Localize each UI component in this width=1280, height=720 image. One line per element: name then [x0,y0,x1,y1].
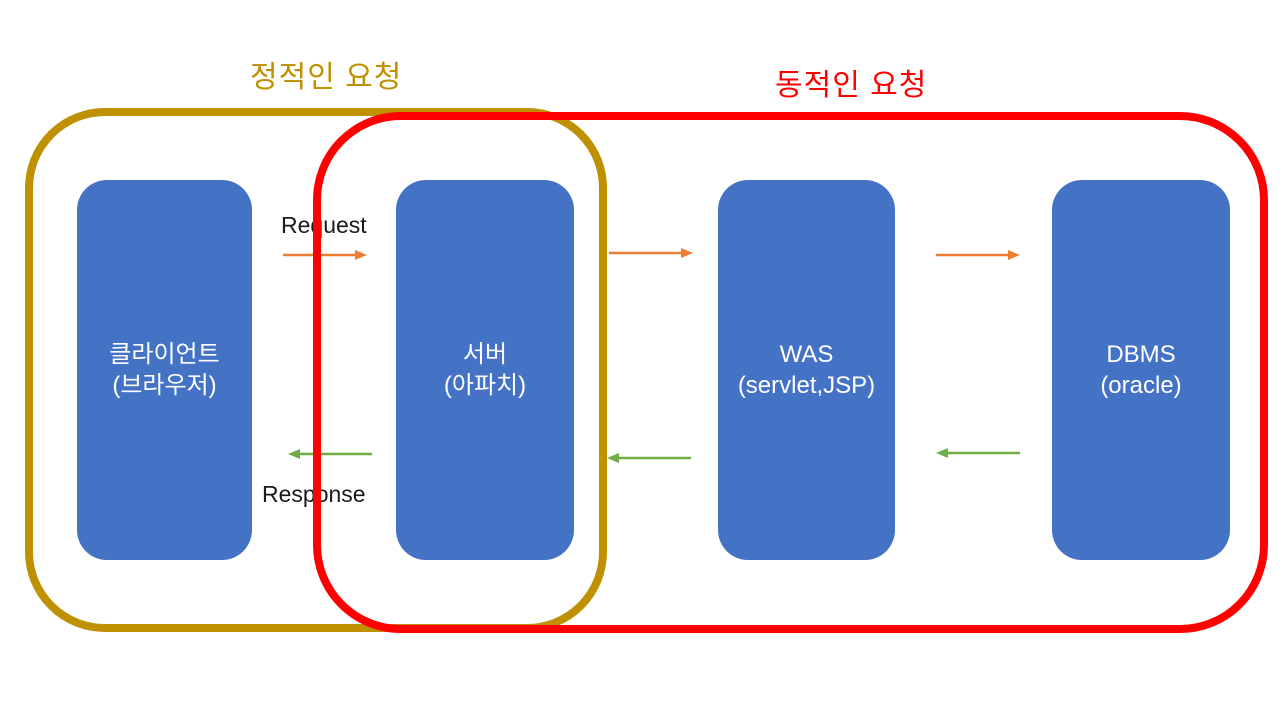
request-label: Request [281,212,367,238]
node-dbms-name: DBMS [1106,340,1176,368]
static-request-title: 정적인 요청 [250,61,403,94]
response-arrow-dbms-to-was [936,448,1020,458]
dynamic-request-title: 동적인 요청 [775,69,928,102]
node-client-sub: (브라우저) [112,372,217,399]
node-was: WAS (servlet,JSP) [718,180,895,560]
node-server-sub: (아파치) [443,372,527,399]
node-dbms: DBMS (oracle) [1052,180,1230,560]
node-server-name: 서버 [462,340,508,368]
node-server: 서버 (아파치) [396,180,574,560]
node-client: 클라이언트 (브라우저) [77,180,252,560]
request-arrow-server-to-was [609,248,693,258]
request-arrow-was-to-dbms [936,250,1020,260]
node-was-sub: (servlet,JSP) [737,372,876,399]
response-arrow-was-to-server [607,453,691,463]
node-was-name: WAS [779,340,834,368]
response-arrow-server-to-client [288,449,372,459]
request-arrow-client-to-server [283,250,367,260]
node-client-name: 클라이언트 [109,340,220,368]
node-dbms-sub: (oracle) [1100,372,1182,399]
response-label: Response [262,481,366,507]
